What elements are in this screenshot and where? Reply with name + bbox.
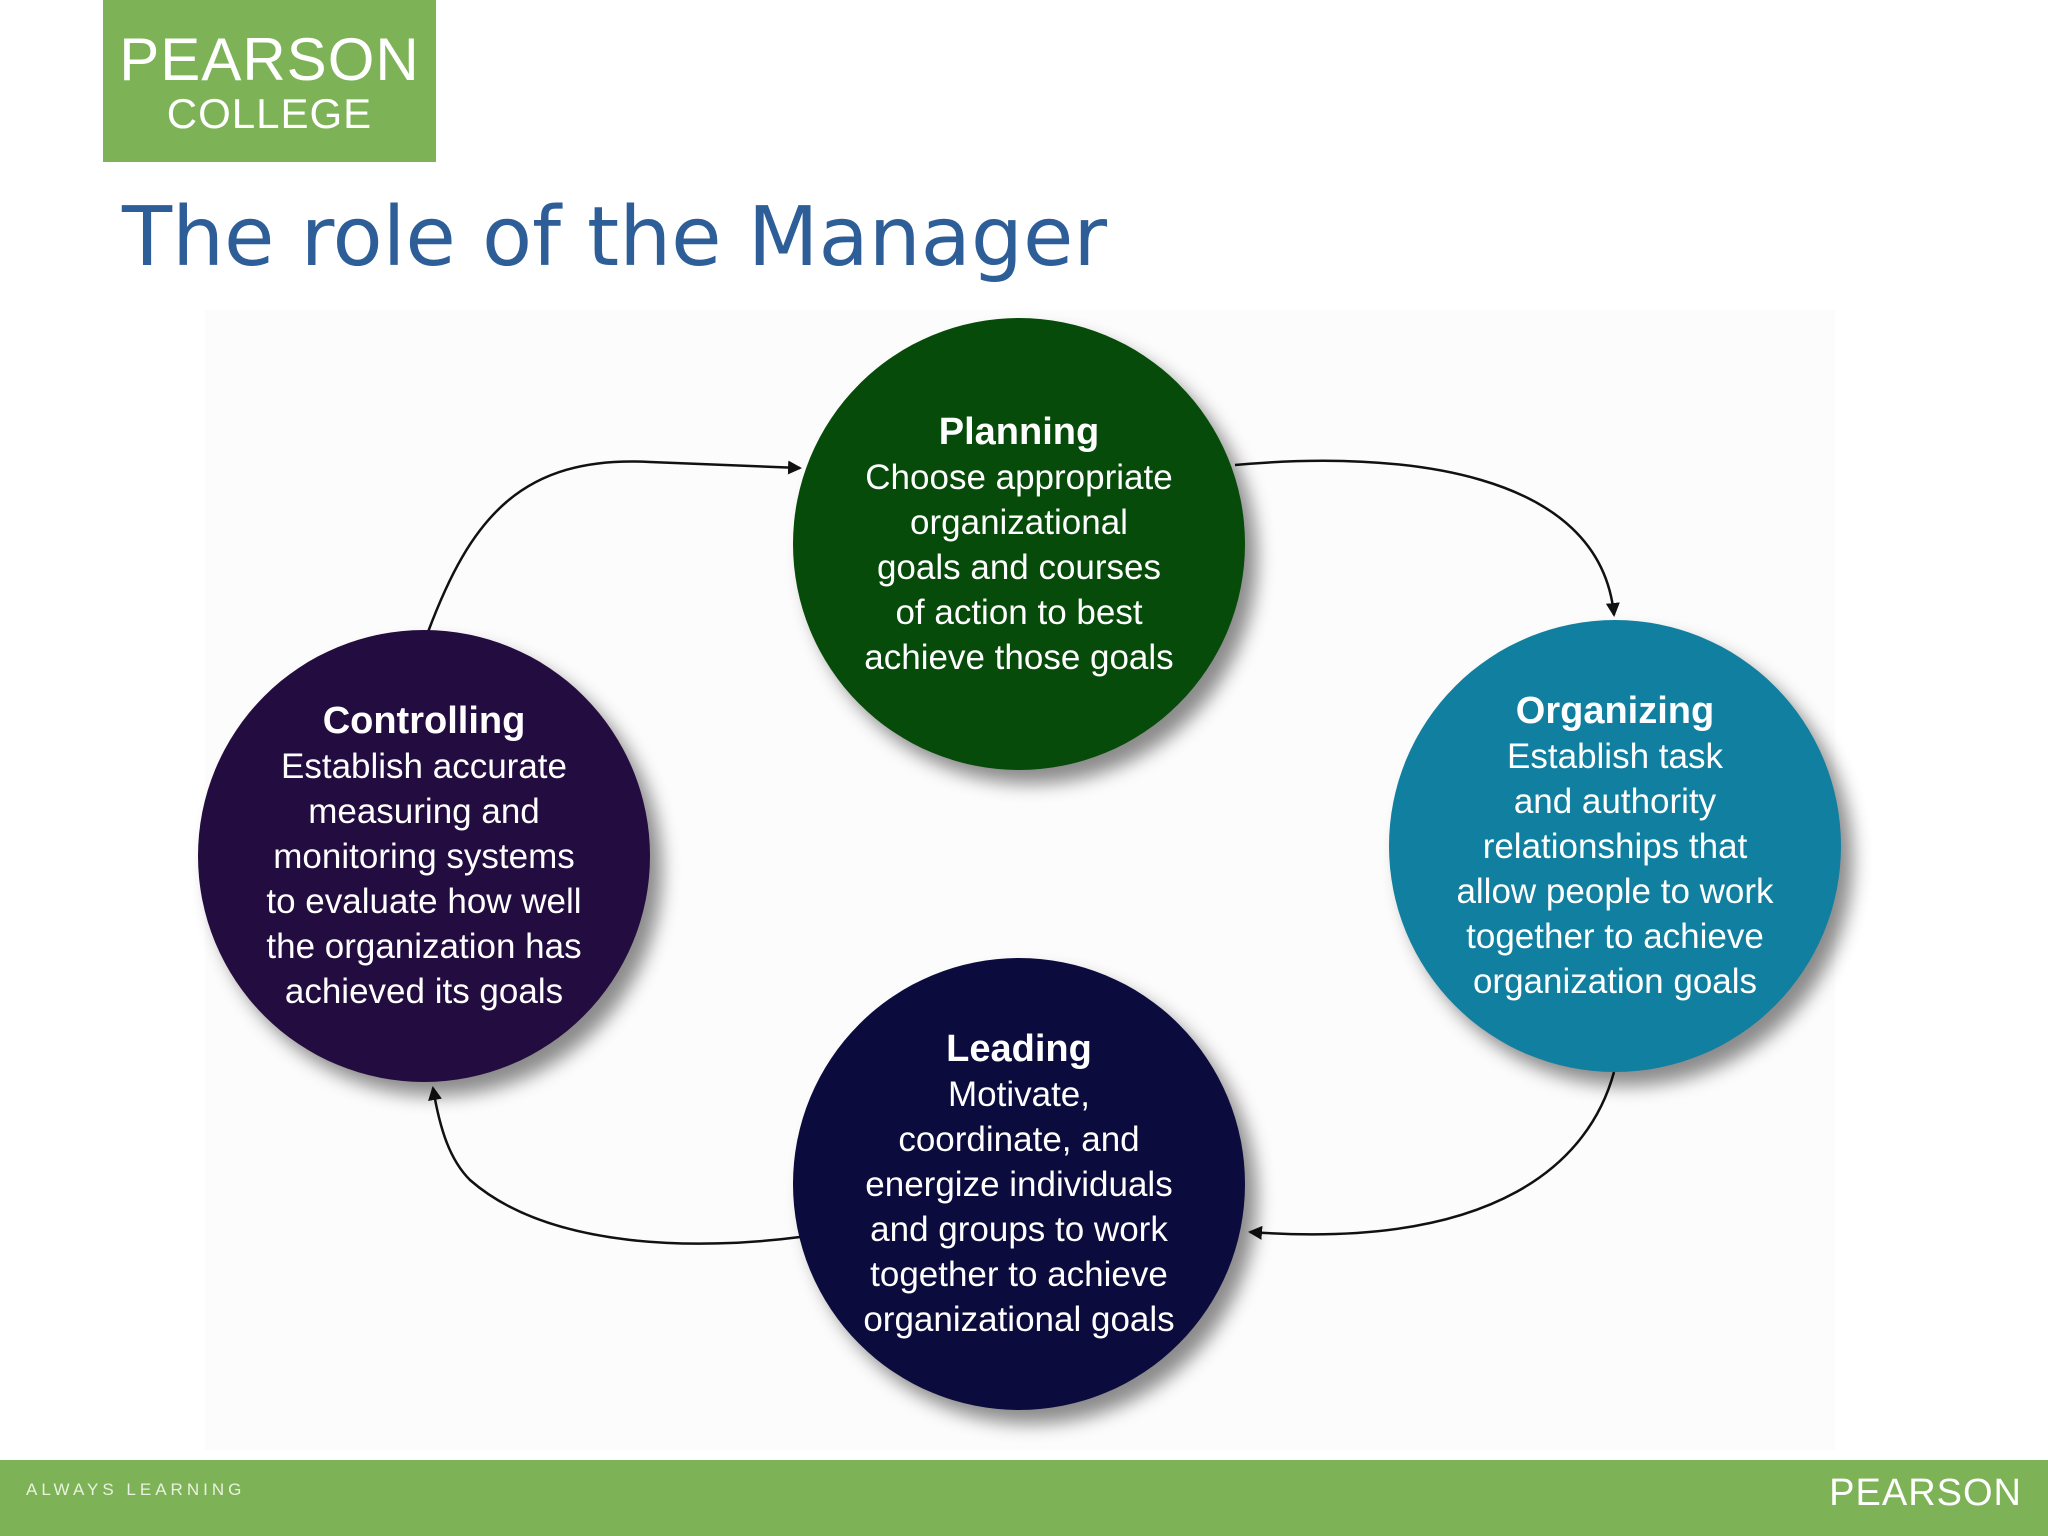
slide-title: The role of the Manager (122, 190, 1108, 285)
planning-description: Choose appropriate organizational goals … (864, 457, 1174, 677)
controlling-circle: Controlling Establish accurate measuring… (198, 630, 650, 1082)
organizing-description: Establish task and authority relationshi… (1456, 737, 1774, 1001)
pearson-college-logo: PEARSON COLLEGE (103, 0, 436, 162)
arrow-leading-to-controlling (428, 1086, 801, 1245)
footer-pearson-logo: PEARSON (1829, 1472, 2022, 1514)
arrow-planning-to-organizing (1234, 459, 1620, 617)
leading-description: Motivate, coordinate, and energize indiv… (863, 1075, 1175, 1339)
planning-circle: Planning Choose appropriate organization… (793, 318, 1245, 770)
logo-line-college: COLLEGE (166, 90, 373, 137)
leading-title: Leading (946, 1028, 1092, 1070)
controlling-title: Controlling (322, 700, 526, 742)
arrow-controlling-to-planning (426, 460, 802, 633)
footer-tagline: ALWAYS LEARNING (26, 1480, 246, 1499)
controlling-description: Establish accurate measuring and monitor… (266, 747, 582, 1011)
arrow-organizing-to-leading (1248, 1071, 1616, 1240)
leading-circle: Leading Motivate, coordinate, and energi… (793, 958, 1245, 1410)
logo-line-pearson: PEARSON (119, 26, 420, 93)
organizing-title: Organizing (1515, 690, 1715, 732)
organizing-circle: Organizing Establish task and authority … (1389, 620, 1841, 1072)
planning-title: Planning (938, 410, 1100, 453)
footer-bar: ALWAYS LEARNING PEARSON (0, 1460, 2048, 1536)
